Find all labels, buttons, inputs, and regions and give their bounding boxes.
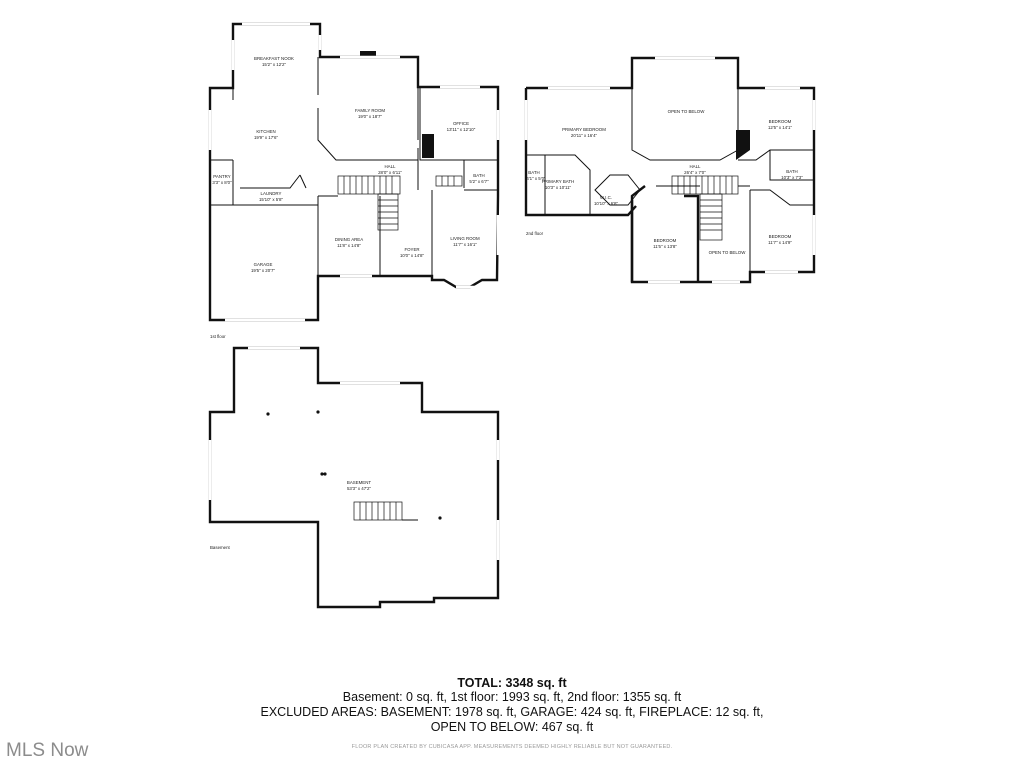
room-dim-primary-bedroom: 20'11" x 16'4" (571, 133, 598, 138)
room-dim-hall: 28'0" x 6'11" (378, 170, 402, 175)
excluded-areas: EXCLUDED AREAS: BASEMENT: 1978 sq. ft, G… (260, 705, 764, 719)
room-name-bedroom-tr: BEDROOM (769, 119, 792, 124)
room-dim-living: 11'7" x 16'1" (453, 242, 477, 247)
disclaimer: FLOOR PLAN CREATED BY CUBICASA APP. MEAS… (351, 744, 673, 750)
room-dim-foyer: 10'0" x 14'8" (400, 253, 425, 258)
room-name-hall2: HALL (690, 164, 702, 169)
room-name-bath: BATH (473, 173, 484, 178)
second-floor-label: 2nd floor (526, 231, 544, 236)
room-dim-dining: 11'8" x 14'8" (337, 243, 361, 248)
room-dim-bath: 5'2" x 6'7" (469, 179, 489, 184)
second-floor-stairs (671, 175, 739, 241)
room-dim-bedroom-tr: 12'5" x 14'1" (768, 125, 793, 130)
room-name-open-below-top: OPEN TO BELOW (668, 109, 706, 114)
room-name-laundry: LAUNDRY (261, 191, 282, 196)
room-name-primary-bath: PRIMARY BATH (542, 179, 574, 184)
total-area: TOTAL: 3348 sq. ft (457, 676, 567, 690)
room-dim-basement: 53'3" x 47'2" (347, 486, 372, 491)
room-dim-laundry: 15'10" x 5'8" (259, 197, 284, 202)
chimney-block (360, 51, 376, 58)
room-labels: BREAKFAST NOOK 15'2" x 12'2" KITCHEN 19'… (212, 56, 803, 491)
room-dim-pantry: 3'3" x 8'0" (212, 180, 232, 185)
first-floor-label: 1st floor (210, 334, 226, 339)
room-name-bath-small: BATH (528, 170, 539, 175)
open-to-below-area: OPEN TO BELOW: 467 sq. ft (430, 720, 594, 734)
support-post (320, 472, 324, 476)
room-dim-bath2: 10'3" x 7'3" (781, 175, 803, 180)
room-dim-garage: 19'5" x 20'7" (251, 268, 276, 273)
support-post (323, 472, 327, 476)
room-dim-breakfast: 15'2" x 12'2" (262, 62, 287, 67)
room-name-basement: BASEMENT (347, 480, 371, 485)
floor-plan-drawing: 1st floor 2nd floor (208, 22, 816, 609)
area-breakdown: Basement: 0 sq. ft, 1st floor: 1993 sq. … (342, 690, 682, 704)
room-dim-hall2: 26'4" x 7'0" (684, 170, 706, 175)
room-dim-bedroom-mid: 11'5" x 13'8" (653, 244, 677, 249)
room-name-foyer: FOYER (404, 247, 419, 252)
room-name-dining: DINING AREA (335, 237, 363, 242)
room-name-hall: HALL (385, 164, 397, 169)
room-name-family: FAMILY ROOM (355, 108, 385, 113)
support-post (438, 516, 442, 520)
basement-floor: Basement (208, 346, 500, 609)
room-name-bedroom-br: BEDROOM (769, 234, 792, 239)
support-post (316, 410, 320, 414)
support-post (266, 412, 270, 416)
basement-floor-label: Basement (210, 545, 231, 550)
room-name-primary-bedroom: PRIMARY BEDROOM (562, 127, 606, 132)
room-name-kitchen: KITCHEN (256, 129, 275, 134)
room-name-bedroom-mid: BEDROOM (654, 238, 677, 243)
first-floor: 1st floor (208, 22, 500, 339)
second-floor: 2nd floor (524, 56, 816, 284)
room-name-breakfast: BREAKFAST NOOK (254, 56, 294, 61)
room-dim-office: 13'11" x 12'10" (447, 127, 476, 132)
room-dim-bedroom-br: 11'7" x 14'9" (768, 240, 792, 245)
room-dim-bath-small: 4'1" x 5'0" (526, 176, 546, 181)
room-name-garage: GARAGE (254, 262, 273, 267)
basement-stairs (353, 501, 418, 521)
room-name-living: LIVING ROOM (450, 236, 480, 241)
room-name-office: OFFICE (453, 121, 469, 126)
room-dim-kitchen: 19'9" x 17'6" (254, 135, 279, 140)
room-dim-wic: 10'10" x 6'8" (594, 201, 619, 206)
room-dim-primary-bath: 10'3" x 10'11" (545, 185, 572, 190)
room-name-pantry: PANTRY (213, 174, 230, 179)
room-name-open-below-bottom: OPEN TO BELOW (709, 250, 747, 255)
first-floor-stairs (337, 175, 463, 231)
mls-now-logo: MLS Now (6, 740, 89, 761)
room-name-bath2: BATH (786, 169, 797, 174)
room-dim-family: 19'0" x 18'7" (358, 114, 383, 119)
room-name-wic: W.I.C. (600, 195, 612, 200)
